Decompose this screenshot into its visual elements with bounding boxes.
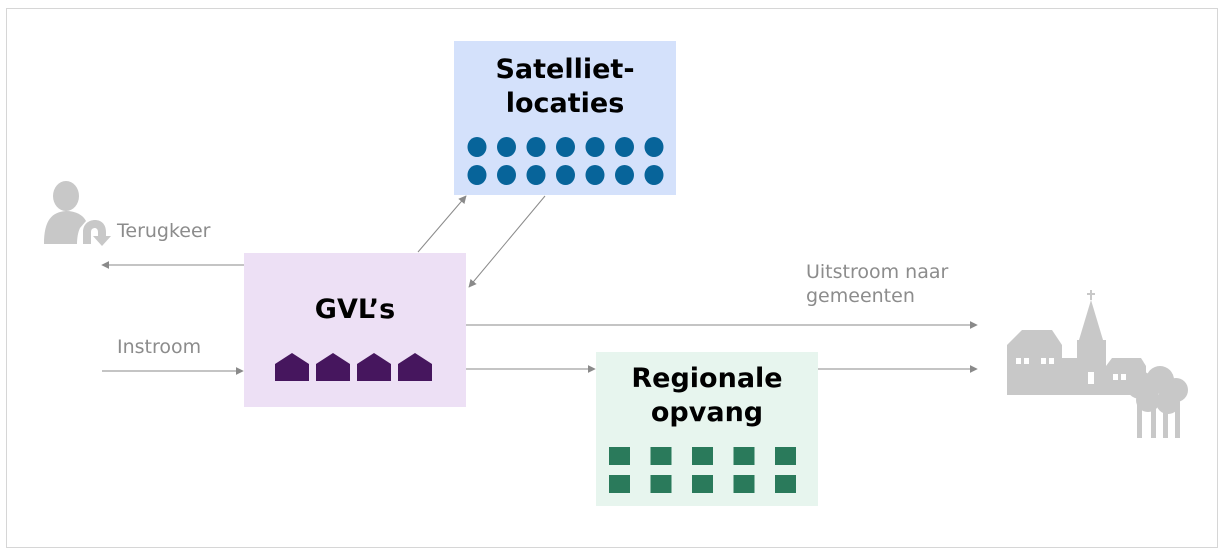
- regional-facility-square: [650, 447, 672, 465]
- regional-facility-square: [650, 475, 672, 493]
- satellite-location-dot: [556, 137, 575, 157]
- satellite-location-dot: [526, 137, 546, 157]
- gvl-house-icon: [316, 353, 350, 381]
- return-label: Terugkeer: [117, 220, 211, 242]
- connector-layer: [44, 181, 1188, 438]
- satellite-location-dot: [497, 137, 516, 157]
- inflow-label: Instroom: [117, 336, 202, 358]
- regional-facility-square: [609, 447, 630, 465]
- satellite-location-dot: [615, 137, 634, 157]
- satellite-dots: [467, 137, 664, 185]
- satellite-to-gvl-arrow: [468, 195, 546, 288]
- outflow-label: Uitstroom naar gemeenten: [806, 261, 949, 307]
- gvl-title: GVL’s: [314, 294, 396, 325]
- gvl-to-satellite-arrow: [417, 195, 467, 253]
- satellite-location-dot: [467, 137, 487, 157]
- regional-facility-square: [692, 475, 713, 493]
- satellite-locations-box: Satelliet- locaties: [454, 41, 676, 195]
- gvl-house-icon: [398, 353, 432, 381]
- satellite-location-dot: [585, 165, 605, 185]
- satellite-location-dot: [585, 137, 605, 157]
- gvl-box: GVL’s: [244, 253, 466, 407]
- satellite-location-dot: [615, 165, 634, 185]
- regional-facility-square: [775, 447, 796, 465]
- satellite-location-dot: [467, 165, 487, 185]
- regional-facility-square: [733, 475, 755, 493]
- regional-squares: [609, 447, 796, 493]
- village-church-icon: [1007, 290, 1188, 438]
- gvl-house-icon: [357, 353, 391, 381]
- satellite-locations-title: Satelliet- locaties: [495, 54, 635, 119]
- regional-facility-square: [775, 475, 796, 493]
- satellite-location-dot: [497, 165, 516, 185]
- regional-reception-box: Regionale opvang: [596, 352, 818, 506]
- regional-facility-square: [692, 447, 713, 465]
- regional-reception-title: Regionale opvang: [631, 363, 783, 428]
- gvl-house-icon: [275, 353, 309, 381]
- regional-facility-square: [733, 447, 755, 465]
- person-return-icon: [44, 181, 111, 246]
- satellite-location-dot: [644, 137, 664, 157]
- satellite-location-dot: [644, 165, 664, 185]
- satellite-location-dot: [526, 165, 546, 185]
- regional-facility-square: [609, 475, 630, 493]
- satellite-location-dot: [556, 165, 575, 185]
- gvl-houses: [275, 353, 432, 381]
